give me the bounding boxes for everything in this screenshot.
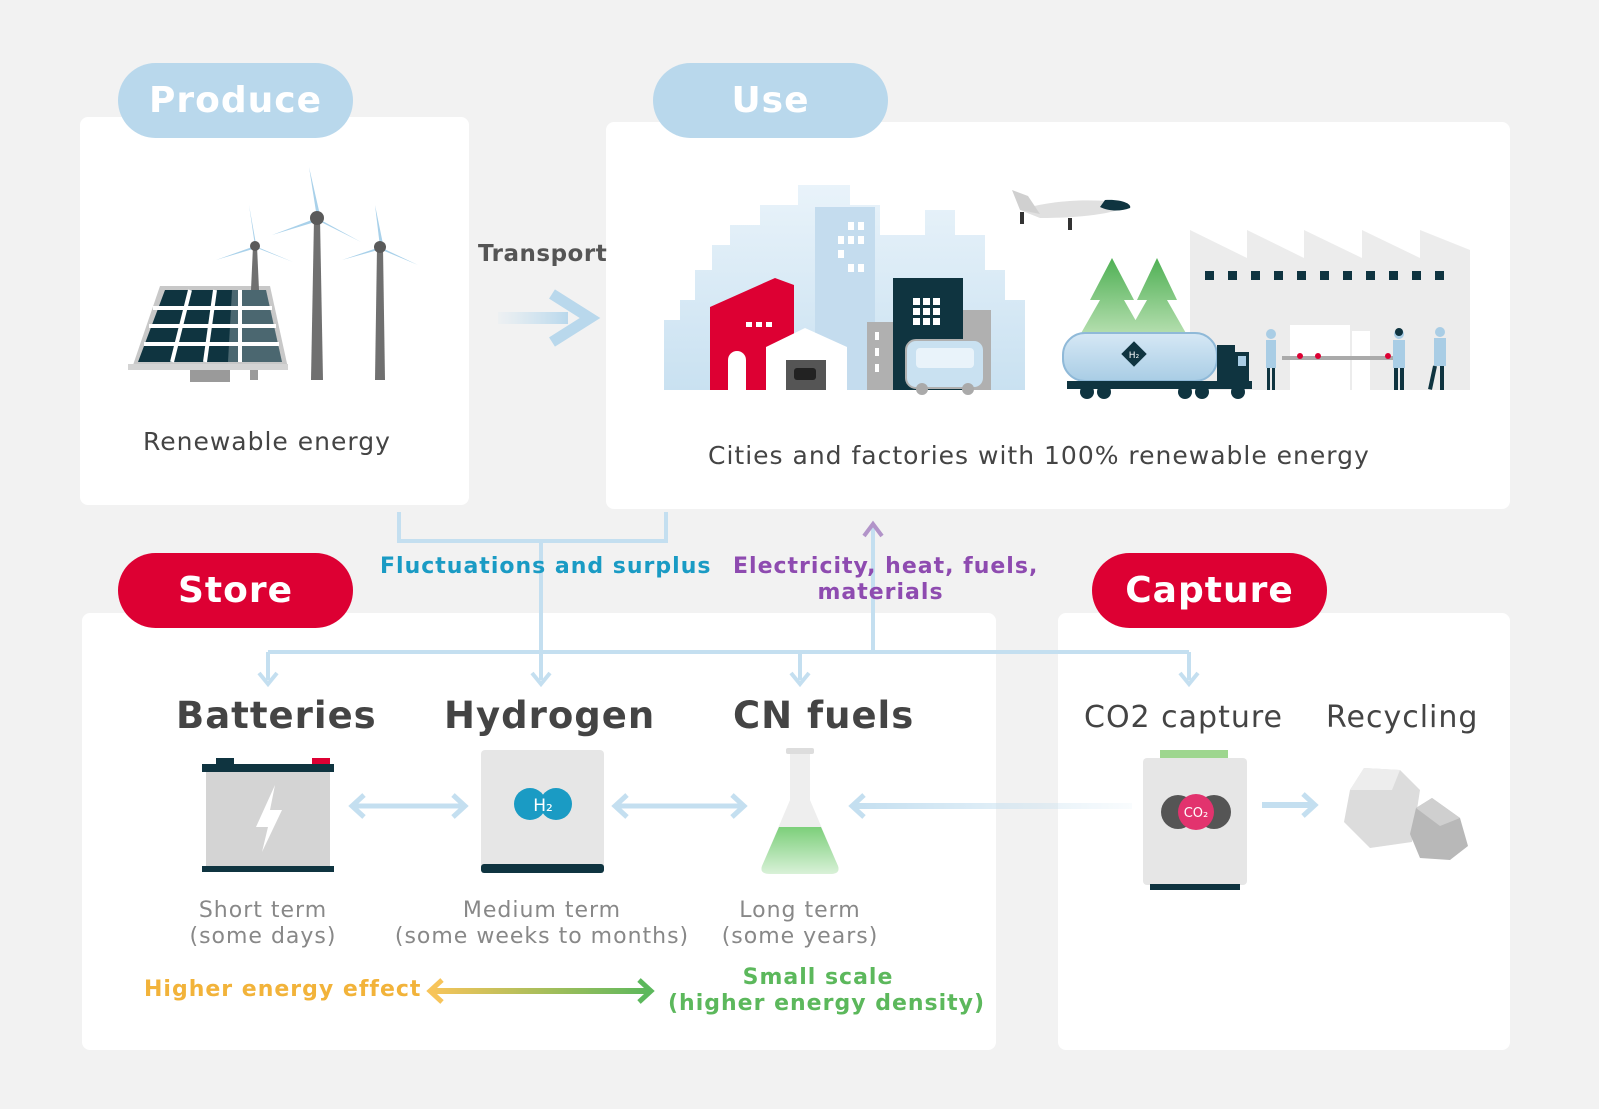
h2-badge-text: H₂ bbox=[533, 796, 553, 816]
left-arrowhead-icon bbox=[848, 793, 866, 819]
city-illustration bbox=[664, 185, 1025, 395]
recycling-rocks-icon bbox=[1344, 768, 1468, 860]
hydrogen-tank-icon: H₂ bbox=[481, 750, 604, 873]
trees-icon bbox=[1080, 258, 1187, 335]
scale-left-label: Higher energy effect bbox=[144, 977, 422, 1002]
solar-panel-icon bbox=[128, 286, 288, 382]
produce-pill: Produce bbox=[118, 63, 353, 138]
co2-badge-text: CO₂ bbox=[1184, 806, 1209, 821]
supply-label-line1: Electricity, heat, fuels, bbox=[733, 554, 1039, 579]
supply-label-line2: materials bbox=[817, 580, 944, 605]
hydrogen-duration: (some weeks to months) bbox=[394, 924, 690, 949]
cn-fuels-duration: (some years) bbox=[721, 924, 879, 949]
fluctuations-label: Fluctuations and surplus bbox=[380, 554, 712, 579]
capture-pill: Capture bbox=[1092, 553, 1327, 628]
co2-capture-heading: CO2 capture bbox=[1084, 700, 1284, 735]
down-arrowheads bbox=[257, 671, 1200, 688]
batteries-duration: (some days) bbox=[189, 924, 337, 949]
store-pill: Store bbox=[118, 553, 353, 628]
airplane-icon bbox=[1012, 190, 1131, 230]
up-arrowhead-icon bbox=[862, 520, 884, 538]
flow-lines bbox=[266, 512, 1191, 680]
scale-right-line1: Small scale bbox=[742, 965, 894, 990]
produce-caption: Renewable energy bbox=[143, 427, 391, 456]
batteries-term: Short term bbox=[198, 898, 328, 923]
flask-icon bbox=[761, 748, 839, 874]
hydrogen-truck-icon: H₂ bbox=[1062, 332, 1252, 399]
battery-icon bbox=[202, 758, 334, 872]
co2-to-fuels-line bbox=[852, 803, 1132, 809]
scale-right-line2: (higher energy density) bbox=[668, 991, 986, 1016]
recycling-heading: Recycling bbox=[1326, 700, 1479, 735]
use-caption: Cities and factories with 100% renewable… bbox=[708, 441, 1370, 470]
transport-arrow-icon bbox=[498, 289, 601, 347]
hydrogen-term: Medium term bbox=[462, 898, 622, 923]
truck-h2-label: H₂ bbox=[1129, 351, 1140, 361]
cn-fuels-term: Long term bbox=[739, 898, 861, 923]
hydrogen-heading: Hydrogen bbox=[444, 694, 656, 737]
co2-capture-device-icon: CO₂ bbox=[1143, 750, 1247, 890]
factory-illustration bbox=[1190, 230, 1470, 390]
scale-arrow-icon bbox=[426, 978, 655, 1004]
exchange-arrows bbox=[348, 793, 748, 819]
capture-to-recycling-arrow bbox=[1262, 792, 1319, 818]
use-pill: Use bbox=[653, 63, 888, 138]
batteries-heading: Batteries bbox=[176, 694, 377, 737]
cn-fuels-heading: CN fuels bbox=[733, 694, 915, 737]
wind-turbine-icon bbox=[216, 167, 418, 380]
transport-label: Transport bbox=[478, 241, 608, 267]
